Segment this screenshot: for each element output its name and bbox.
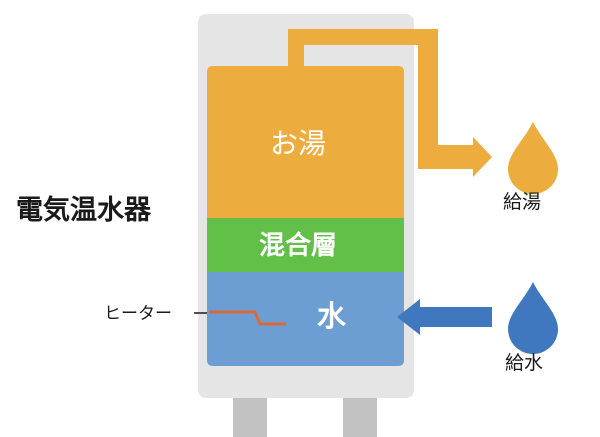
water-supply-label: 給水 xyxy=(505,352,544,374)
mixed-layer-label: 混合層 xyxy=(259,231,338,261)
diagram-title: 電気温水器 xyxy=(16,195,151,226)
cold-water-inlet-arrow xyxy=(397,299,492,335)
mixed-layer-zone xyxy=(207,218,404,272)
hot-water-zone xyxy=(207,66,404,218)
hot-water-outlet-pipe xyxy=(288,29,438,145)
hot-water-drop-icon xyxy=(508,122,558,194)
water-drop-icon xyxy=(508,282,558,354)
tank-leg-right xyxy=(343,396,377,437)
hot-water-label: お湯 xyxy=(270,127,327,160)
cold-water-zone xyxy=(207,272,404,366)
hot-water-supply-label: 給湯 xyxy=(503,191,542,213)
tank-leg-left xyxy=(233,396,267,437)
heater-element xyxy=(209,310,286,326)
hot-water-outlet-arrow xyxy=(418,137,492,177)
heater-label: ヒーター xyxy=(104,304,172,324)
water-label: 水 xyxy=(317,299,347,333)
